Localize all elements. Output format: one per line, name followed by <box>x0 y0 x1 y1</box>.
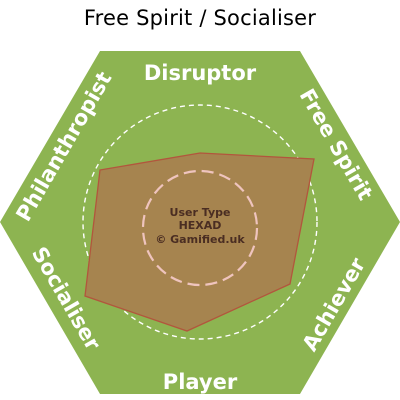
center-line-hexad: HEXAD <box>179 219 222 232</box>
outer-dashed-ring <box>82 104 318 340</box>
inner-dashed-ring <box>141 169 259 287</box>
segment-label-player: Player <box>163 370 238 394</box>
page-title: Free Spirit / Socialiser <box>83 6 317 30</box>
center-line-user-type: User Type <box>170 206 231 219</box>
center-line-copyright: © Gamified.uk <box>155 233 245 246</box>
segment-label-disruptor: Disruptor <box>144 61 257 85</box>
user-profile-polygon <box>84 152 315 332</box>
